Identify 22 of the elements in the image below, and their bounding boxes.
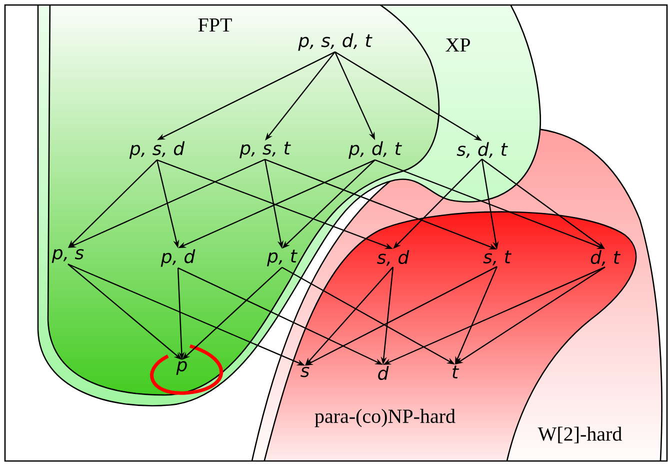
- set-label: p, s: [52, 249, 84, 263]
- region-label: para-(co)NP-hard: [314, 408, 456, 428]
- set-label: p, s, d: [129, 141, 185, 159]
- region-label: FPT: [198, 18, 232, 32]
- set-label: s: [300, 366, 310, 378]
- set-label: s, d: [377, 250, 410, 266]
- set-label: s, t: [483, 250, 512, 266]
- set-label: p, s, d, t: [298, 33, 372, 51]
- region: [37, 5, 541, 406]
- set-label: d, t: [590, 250, 620, 266]
- set-label: t: [452, 366, 460, 378]
- set-label: p, d, t: [348, 141, 402, 159]
- region-label: W[2]-hard: [538, 426, 622, 444]
- set-label: p, s, t: [240, 142, 291, 158]
- set-label: s, d, t: [456, 142, 508, 158]
- region-label: XP: [446, 38, 470, 52]
- set-label: p, d: [160, 249, 196, 267]
- set-label: p, t: [267, 250, 298, 266]
- region: [47, 5, 440, 396]
- set-label: d: [378, 366, 389, 380]
- set-label: p: [176, 361, 187, 375]
- region: [261, 211, 637, 461]
